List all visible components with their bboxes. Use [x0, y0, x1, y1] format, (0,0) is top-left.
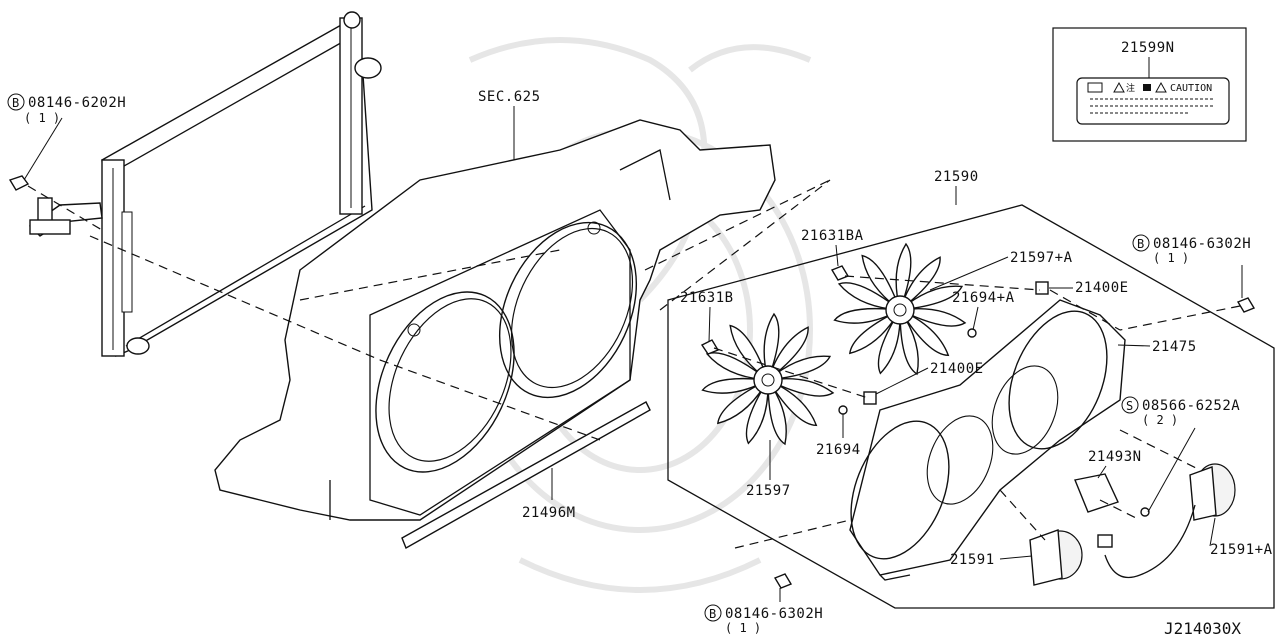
- fan-resistor-21493n: [1074, 473, 1141, 521]
- bolt-08146-6202h: B 08146-6202H ( 1 ): [7, 93, 126, 231]
- label-21475: 21475: [1152, 339, 1197, 355]
- svg-text:注: 注: [1126, 82, 1135, 94]
- label-21694: 21694: [816, 442, 861, 458]
- svg-text:08146-6302H: 08146-6302H: [725, 606, 823, 622]
- seal-strip-21496m: [401, 401, 651, 550]
- label-21599n: 21599N: [1121, 40, 1175, 56]
- svg-text:08146-6302H: 08146-6302H: [1153, 236, 1251, 252]
- label-21493n: 21493N: [1088, 449, 1142, 465]
- svg-text:S: S: [1126, 399, 1133, 413]
- svg-text:( 1 ): ( 1 ): [24, 111, 60, 125]
- label-21590: 21590: [934, 169, 979, 185]
- screw-08566-6252a: S 08566-6252A ( 2 ): [1121, 396, 1240, 513]
- label-08146-6202h: 08146-6202H: [28, 95, 126, 111]
- label-21400e-mid: 21400E: [930, 361, 984, 377]
- fan-blade-21597: [700, 312, 835, 447]
- svg-text:( 1 ): ( 1 ): [1153, 251, 1189, 265]
- svg-text:( 2 ): ( 2 ): [1142, 413, 1178, 427]
- label-21694a: 21694+A: [952, 290, 1015, 306]
- label-sec625: SEC.625: [478, 89, 541, 105]
- svg-text:08566-6252A: 08566-6252A: [1142, 398, 1240, 414]
- radiator-core-support: [214, 119, 776, 521]
- label-21591: 21591: [950, 552, 995, 568]
- label-21597a: 21597+A: [1010, 250, 1073, 266]
- radiator: [101, 11, 382, 358]
- caution-icons: 注: [1087, 81, 1167, 94]
- svg-text:B: B: [709, 607, 716, 621]
- bolt-08146-6302h-top: B 08146-6302H ( 1 ): [1132, 234, 1251, 298]
- label-21631ba: 21631BA: [801, 228, 864, 244]
- fan-assembly-outline: 21590: [667, 169, 1275, 609]
- svg-text:B: B: [12, 96, 19, 110]
- label-21400e-top: 21400E: [1075, 280, 1129, 296]
- label-21631b: 21631B: [680, 290, 734, 306]
- svg-text:B: B: [1137, 237, 1144, 251]
- fan-motor-21591: [1029, 529, 1083, 586]
- label-21591a: 21591+A: [1210, 542, 1273, 558]
- hose-bracket: [28, 197, 103, 237]
- fan-motor-21591a: [1097, 463, 1236, 579]
- caution-label-box: 21599N 注 CAUTION: [1052, 27, 1247, 142]
- diagram-reference-code: J214030X: [1164, 619, 1241, 638]
- svg-text:( 1 ): ( 1 ): [725, 621, 761, 635]
- caution-text: CAUTION: [1170, 83, 1212, 94]
- label-21597: 21597: [746, 483, 791, 499]
- label-21496m: 21496M: [522, 505, 576, 521]
- fan-blade-21597a: [832, 243, 967, 377]
- bolt-08146-6302h-bottom: B 08146-6302H ( 1 ): [704, 588, 823, 635]
- fan-shroud-21475: [849, 299, 1126, 581]
